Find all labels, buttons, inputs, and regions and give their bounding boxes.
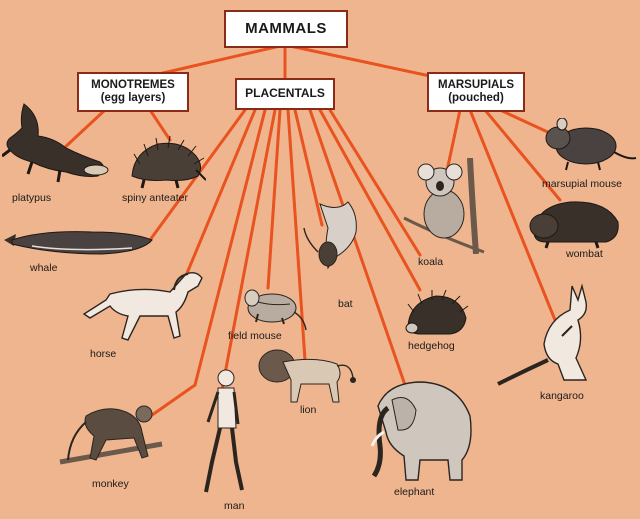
label-man: man [224,500,244,512]
label-field-mouse: field mouse [228,330,282,342]
marsupials-title: MARSUPIALS [438,79,514,92]
marsupials-subtitle: (pouched) [448,92,504,105]
kangaroo-illustration [494,280,594,390]
placentals-title: PLACENTALS [245,87,325,101]
platypus-illustration [2,98,110,188]
label-spiny-anteater: spiny anteater [122,192,188,204]
elephant-illustration [358,376,480,486]
label-platypus: platypus [12,192,51,204]
monotremes-subtitle: (egg layers) [101,92,166,105]
wombat-illustration [526,196,622,250]
label-whale: whale [30,262,57,274]
bat-illustration [298,198,362,276]
label-lion: lion [300,404,316,416]
man-illustration [196,366,250,496]
field-mouse-illustration [238,284,308,334]
koala-illustration [400,158,492,254]
label-kangaroo: kangaroo [540,390,584,402]
label-wombat: wombat [566,248,603,260]
label-hedgehog: hedgehog [408,340,455,352]
group-box-placentals: PLACENTALS [235,78,335,110]
label-elephant: elephant [394,486,434,498]
root-box-mammals: MAMMALS [224,10,348,48]
lion-illustration [255,344,359,406]
monotremes-title: MONOTREMES [91,79,175,92]
whale-illustration [2,222,154,262]
label-marsupial-mouse: marsupial mouse [542,178,622,190]
monkey-illustration [56,396,166,478]
label-horse: horse [90,348,116,360]
label-bat: bat [338,298,353,310]
group-box-marsupials: MARSUPIALS (pouched) [427,72,525,112]
spiny-anteater-illustration [126,134,206,192]
marsupial-mouse-illustration [538,118,638,176]
horse-illustration [80,266,210,346]
label-monkey: monkey [92,478,129,490]
label-koala: koala [418,256,443,268]
root-label: MAMMALS [245,20,327,37]
connector-root-marsupials [290,46,430,76]
hedgehog-illustration [402,288,470,340]
